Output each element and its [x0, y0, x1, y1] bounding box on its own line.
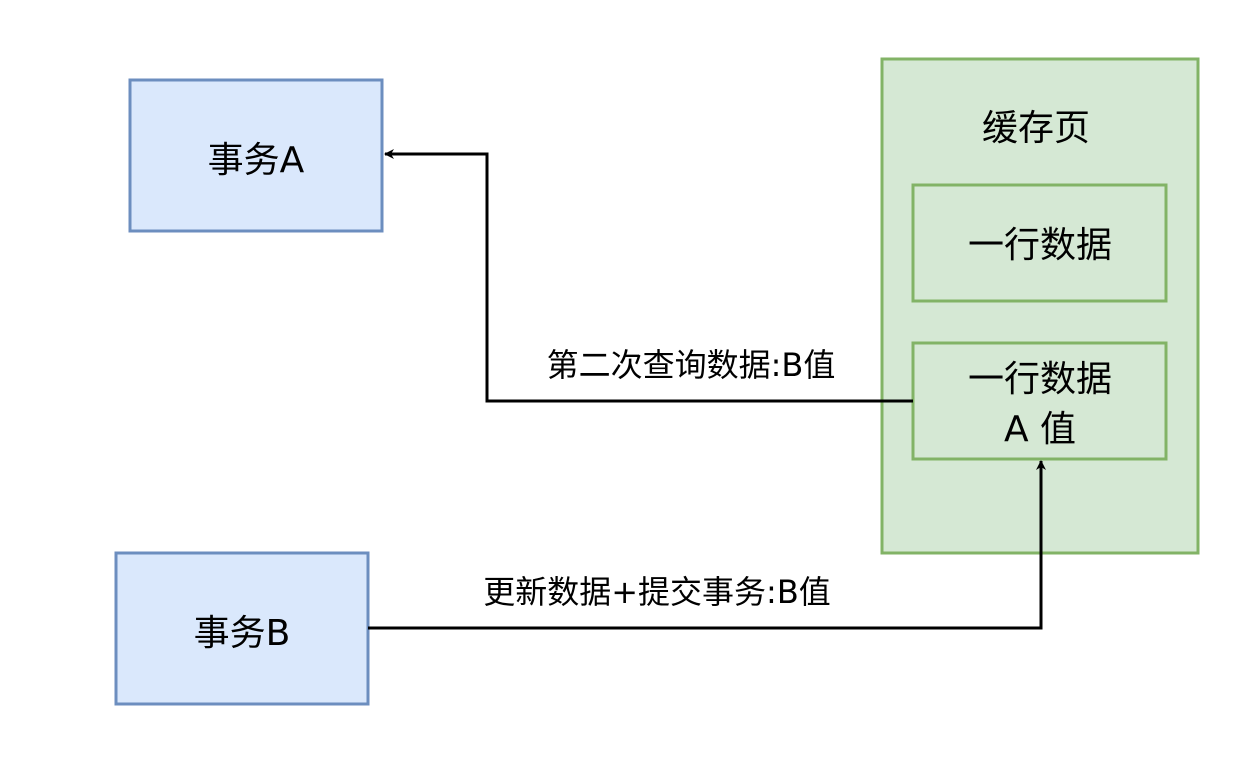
row-1-label: 一行数据: [968, 225, 1112, 266]
row-1-node[interactable]: 一行数据: [911, 183, 1168, 303]
update-edge-line: [368, 460, 1046, 630]
transaction-a-label: 事务A: [208, 140, 305, 181]
transaction-a-box: [128, 78, 384, 233]
update-edge-label: 更新数据+提交事务:B值: [483, 573, 831, 611]
cache-page-box: [880, 57, 1200, 555]
row-2-box: [911, 341, 1168, 461]
row-2-node[interactable]: 一行数据 A 值: [911, 341, 1168, 461]
transaction-b-node[interactable]: 事务B: [114, 551, 370, 706]
transaction-b-box: [114, 551, 370, 706]
query-edge[interactable]: 第二次查询数据:B值: [384, 149, 913, 403]
query-edge-label: 第二次查询数据:B值: [547, 346, 836, 384]
cache-page-label: 缓存页: [982, 108, 1090, 149]
transaction-b-label: 事务B: [194, 613, 291, 654]
update-edge[interactable]: 更新数据+提交事务:B值: [368, 460, 1046, 630]
transaction-a-node[interactable]: 事务A: [128, 78, 384, 233]
query-edge-line: [384, 149, 913, 403]
row-2-label-line1: 一行数据: [968, 359, 1112, 400]
row-2-label-line2: A 值: [1004, 409, 1076, 450]
cache-page-node[interactable]: 缓存页: [880, 57, 1200, 555]
row-1-box: [911, 183, 1168, 303]
